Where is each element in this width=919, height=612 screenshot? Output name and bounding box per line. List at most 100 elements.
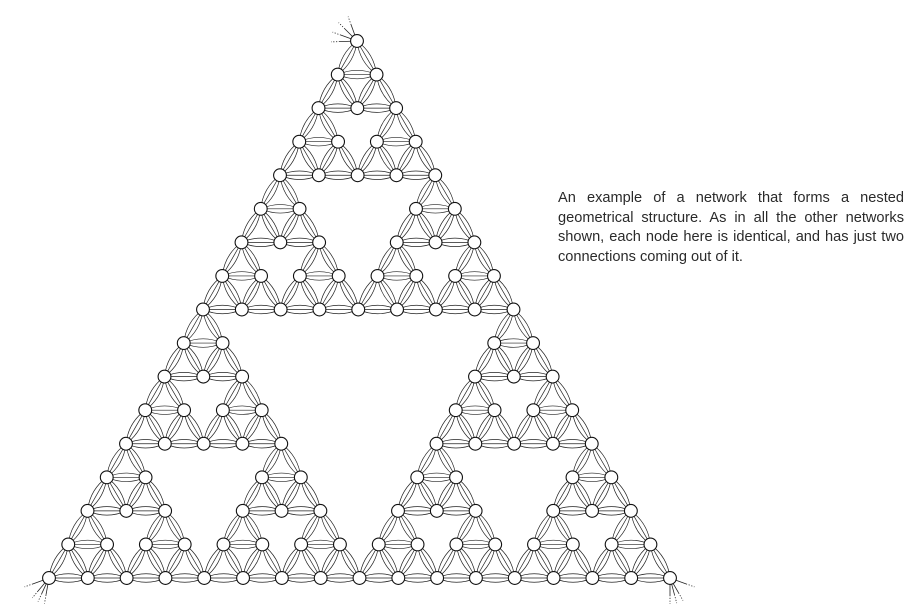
network-node: [80, 503, 95, 518]
open-connection: [672, 583, 679, 593]
open-connection: [37, 582, 46, 592]
network-node: [293, 470, 308, 485]
network-node: [546, 571, 561, 585]
network-node: [311, 101, 326, 116]
network-node: [624, 571, 639, 585]
network-node: [331, 134, 346, 149]
network-node: [526, 403, 541, 418]
network-node: [274, 571, 289, 585]
network-node: [330, 67, 345, 82]
network-node: [235, 503, 250, 518]
network-node: [389, 168, 404, 183]
network-node: [565, 403, 580, 418]
open-connection-continuation: [338, 22, 346, 30]
network-node: [273, 235, 288, 250]
network-node: [486, 268, 501, 283]
network-node: [332, 537, 347, 552]
network-node: [138, 470, 153, 485]
network-node: [487, 336, 502, 351]
network-node: [313, 571, 328, 585]
open-connection-continuation: [347, 16, 352, 26]
network-node: [80, 571, 95, 585]
network-node: [216, 537, 231, 552]
network-node: [176, 336, 191, 351]
network-node: [100, 537, 115, 552]
network-node: [565, 470, 580, 485]
network-node: [545, 369, 560, 384]
open-connection: [675, 579, 687, 585]
open-connection: [45, 584, 49, 595]
network-node: [369, 67, 384, 82]
network-node: [292, 201, 307, 216]
network-node: [410, 537, 425, 552]
network-node: [215, 403, 230, 418]
network-node: [604, 537, 619, 552]
network-node: [449, 470, 464, 485]
network-node: [428, 235, 443, 250]
network-node: [273, 168, 287, 183]
network-node: [468, 503, 483, 518]
open-connection: [41, 583, 47, 594]
network-node: [255, 470, 269, 485]
network-node: [604, 470, 619, 485]
network-node: [585, 503, 600, 518]
network-node: [545, 436, 560, 451]
open-connection-continuation: [24, 583, 34, 588]
open-connection-continuation: [678, 592, 684, 601]
network-node: [99, 470, 114, 485]
network-node: [119, 436, 133, 451]
network-node: [448, 268, 463, 283]
network-node: [369, 134, 384, 149]
network-node: [253, 201, 268, 216]
network-node: [138, 403, 153, 418]
network-nodes: [42, 34, 677, 585]
network-node: [623, 503, 638, 518]
network-node: [389, 101, 404, 116]
network-node: [197, 571, 212, 585]
network-node: [447, 201, 462, 216]
network-node: [254, 403, 269, 418]
open-connection: [350, 24, 356, 36]
network-node: [410, 470, 425, 485]
network-node: [350, 101, 365, 116]
network-node: [448, 403, 463, 418]
network-node: [294, 537, 309, 552]
open-connection-continuation: [31, 590, 39, 599]
network-node: [409, 268, 424, 283]
network-node: [429, 503, 444, 518]
network-node: [236, 571, 251, 585]
network-node: [467, 302, 482, 317]
network-node: [177, 537, 192, 552]
network-node: [506, 302, 521, 317]
open-end-connections: [24, 16, 695, 604]
open-connection: [340, 34, 352, 40]
network-node: [468, 369, 482, 384]
network-node: [215, 268, 230, 283]
network-node: [663, 571, 677, 585]
network-node: [42, 571, 56, 585]
open-connection: [32, 579, 44, 585]
network-node: [254, 268, 269, 283]
network-node: [506, 369, 521, 384]
network-node: [351, 302, 366, 317]
open-connection-continuation: [37, 593, 43, 602]
network-node: [487, 403, 502, 418]
network-node: [428, 302, 443, 317]
network-node: [488, 537, 503, 552]
network-node: [234, 235, 249, 250]
network-node: [408, 134, 423, 149]
network-node: [292, 134, 307, 149]
network-node: [215, 336, 230, 351]
network-node: [311, 168, 326, 183]
network-node: [391, 571, 406, 585]
network-node: [196, 436, 211, 451]
network-node: [157, 369, 172, 384]
network-node: [138, 537, 153, 552]
network-node: [158, 503, 173, 518]
open-connection: [671, 584, 675, 595]
network-node: [350, 34, 364, 48]
open-connection: [344, 28, 353, 37]
network-node: [527, 537, 541, 552]
network-node: [643, 537, 658, 552]
